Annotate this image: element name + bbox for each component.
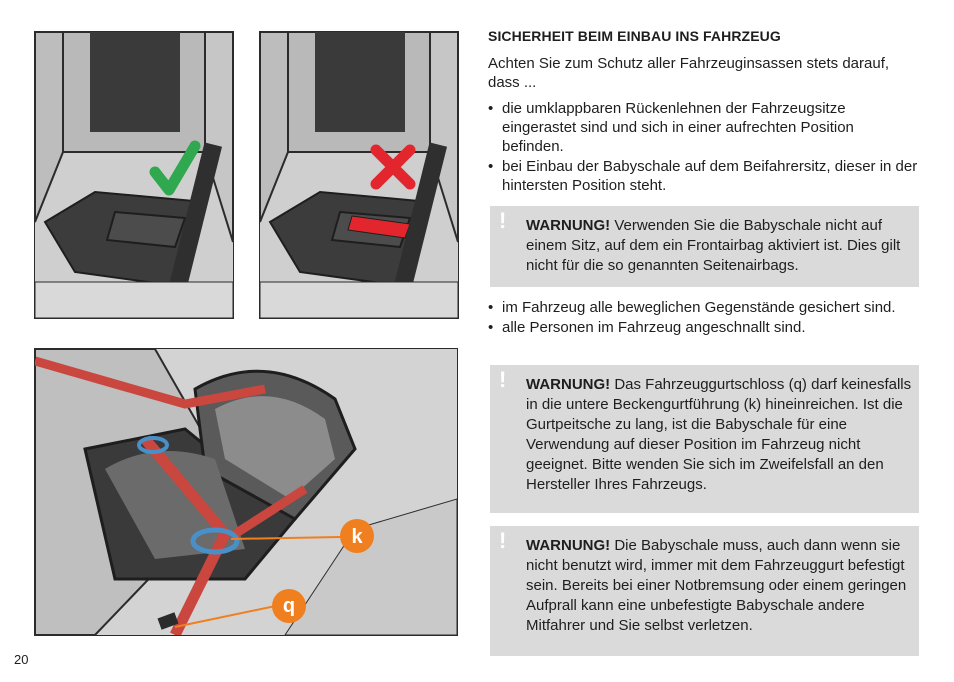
- bullet-icon: •: [488, 319, 494, 336]
- illustration-installed-carrier: k q: [34, 348, 458, 636]
- bullet-icon: •: [488, 158, 494, 175]
- warning-label: WARNUNG!: [526, 217, 611, 234]
- bullet-icon: •: [488, 100, 494, 117]
- callout-q: q: [272, 589, 306, 623]
- section-heading: SICHERHEIT BEIM EINBAU INS FAHRZEUG: [488, 28, 781, 44]
- callout-label-q: q: [283, 595, 295, 617]
- warning-label: WARNUNG!: [526, 537, 611, 554]
- list-item: •im Fahrzeug alle beweglichen Gegenständ…: [488, 299, 896, 316]
- warning-label: WARNUNG!: [526, 376, 611, 393]
- callout-k: k: [340, 519, 374, 553]
- warning-box-airbag: ! WARNUNG! Verwenden Sie die Babyschale …: [490, 206, 919, 287]
- warning-box-buckle: ! WARNUNG! Das Fahrzeuggurtschloss (q) d…: [490, 365, 919, 513]
- warning-text: Die Babyschale muss, auch dann wenn sie …: [526, 537, 907, 634]
- intro-text: Achten Sie zum Schutz aller Fahrzeuginsa…: [488, 55, 890, 91]
- bullet-list-2: •im Fahrzeug alle beweglichen Gegenständ…: [488, 298, 918, 337]
- bullet-icon: •: [488, 299, 494, 316]
- warning-text: Verwenden Sie die Babyschale nicht auf e…: [526, 217, 901, 274]
- illustration-seat-correct: [34, 31, 234, 319]
- warning-icon: !: [499, 208, 507, 233]
- page-number: 20: [14, 652, 29, 667]
- list-item: •bei Einbau der Babyschale auf dem Beifa…: [488, 158, 918, 194]
- list-item: •alle Personen im Fahrzeug angeschnallt …: [488, 319, 806, 336]
- illustration-seat-incorrect: [259, 31, 459, 319]
- list-item: •die umklappbaren Rückenlehnen der Fahrz…: [488, 100, 854, 155]
- callout-label-k: k: [351, 526, 363, 548]
- bullet-list-1: •die umklappbaren Rückenlehnen der Fahrz…: [488, 99, 918, 195]
- warning-icon: !: [499, 367, 507, 392]
- cross-icon: [370, 144, 416, 190]
- checkmark-icon: [149, 140, 201, 196]
- warning-icon: !: [499, 528, 507, 553]
- warning-box-secure: ! WARNUNG! Die Babyschale muss, auch dan…: [490, 526, 919, 656]
- warning-text: Das Fahrzeuggurtschloss (q) darf keinesf…: [526, 376, 912, 493]
